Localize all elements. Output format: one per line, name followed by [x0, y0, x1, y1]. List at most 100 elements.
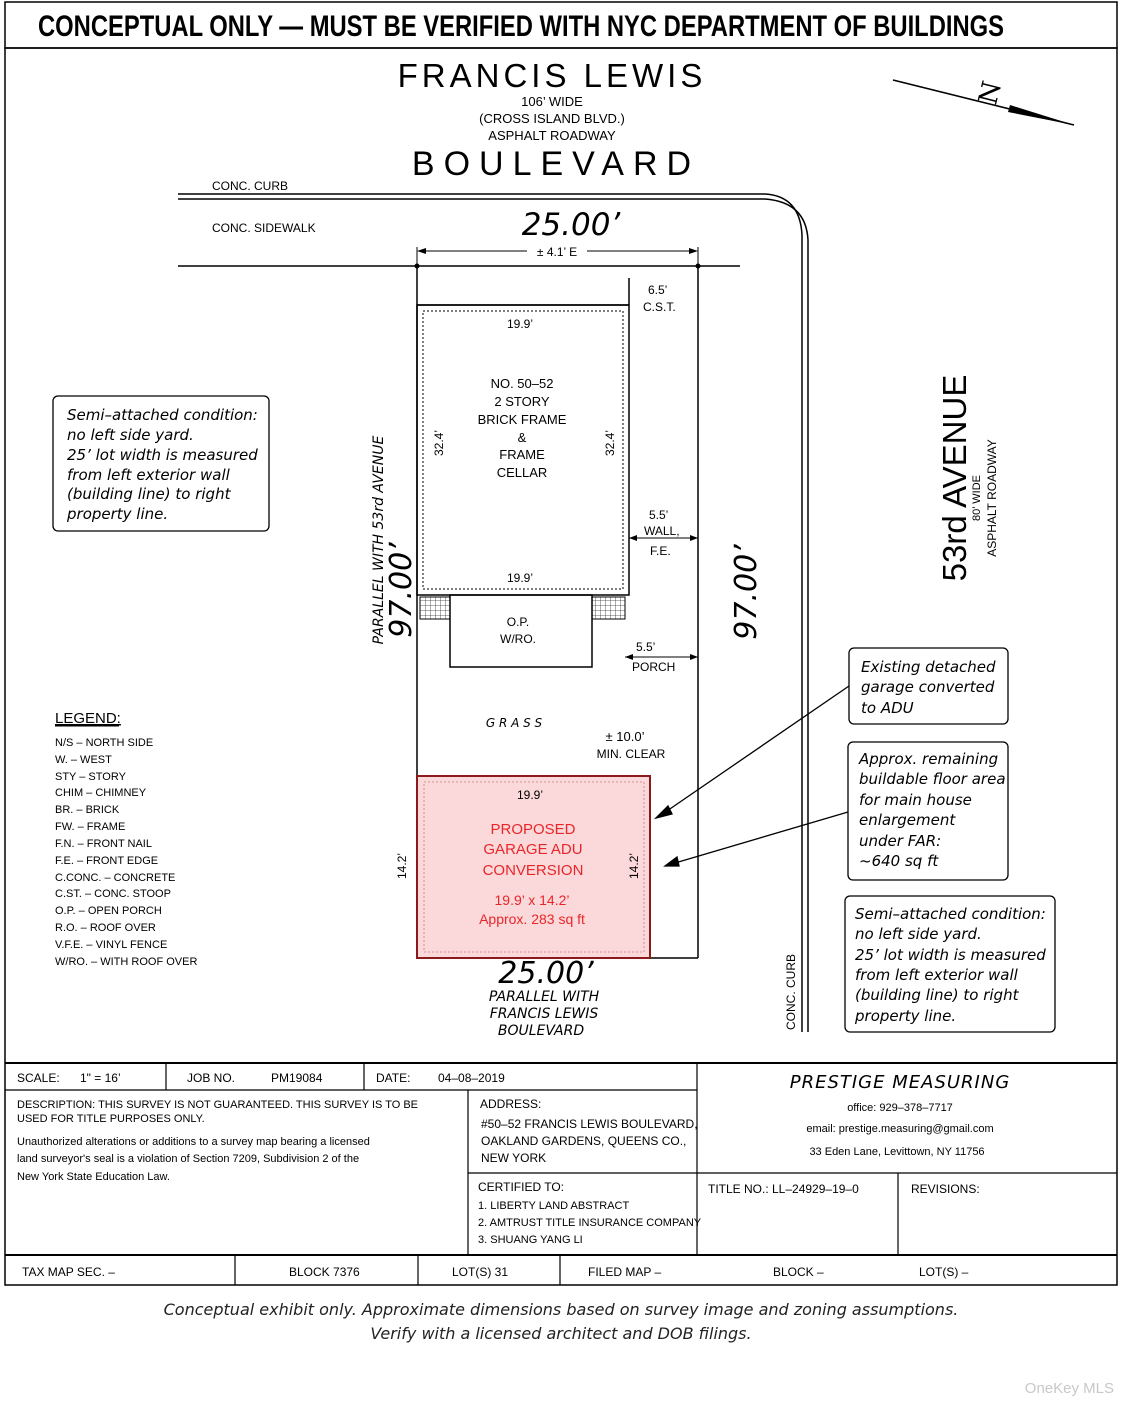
svg-text:C.CONC. – CONCRETE: C.CONC. – CONCRETE — [55, 872, 175, 884]
svg-text:from left exterior wall: from left exterior wall — [855, 966, 1019, 984]
conc-curb-right-label: CONC. CURB — [784, 954, 798, 1030]
conc-sidewalk-label: CONC. SIDEWALK — [212, 221, 316, 235]
note-semi-attached-right — [844, 895, 1056, 1033]
svg-text:GARAGE ADU: GARAGE ADU — [483, 841, 582, 858]
description-text: DESCRIPTION: THIS SURVEY IS NOT GUARANTE… — [17, 1099, 418, 1183]
svg-text:to ADU: to ADU — [861, 699, 914, 717]
svg-text:NO. 50–52: NO. 50–52 — [491, 376, 554, 391]
svg-text:TAX MAP SEC. –: TAX MAP SEC. – — [22, 1265, 115, 1279]
right-depth-dim: 97.00’ — [729, 544, 764, 640]
svg-text:W/RO. – WITH ROOF OVER: W/RO. – WITH ROOF OVER — [55, 956, 197, 968]
proposed-garage — [416, 775, 651, 959]
address-text: ADDRESS: #50–52 FRANCIS LEWIS BOULEVARD,… — [480, 1097, 698, 1165]
svg-text:1. LIBERTY LAND ABSTRACT: 1. LIBERTY LAND ABSTRACT — [478, 1200, 629, 1212]
rear-parallel-label: PARALLEL WITH FRANCIS LEWIS BOULEVARD — [489, 989, 600, 1039]
svg-text:2. AMTRUST TITLE INSURANCE COM: 2. AMTRUST TITLE INSURANCE COMPANY — [478, 1217, 702, 1229]
porch-name: O.P. — [507, 615, 529, 629]
company-name: PRESTIGE MEASURING — [790, 1072, 1011, 1093]
svg-text:BLOCK –: BLOCK – — [773, 1265, 824, 1279]
footer-line-2: Verify with a licensed architect and DOB… — [370, 1324, 752, 1343]
svg-text:(building line) to right: (building line) to right — [855, 986, 1020, 1004]
company-email: email: prestige.measuring@gmail.com — [806, 1123, 993, 1135]
front-width-dim: 25.00’ — [522, 207, 622, 243]
cst-label: C.S.T. — [643, 300, 676, 314]
company-office: office: 929–378–7717 — [847, 1102, 953, 1114]
garage-left-dim: 14.2’ — [395, 853, 409, 879]
conc-curb-label: CONC. CURB — [212, 179, 288, 193]
street-top-alias: (CROSS ISLAND BLVD.) — [479, 111, 625, 126]
svg-text:Unauthorized alterations or ad: Unauthorized alterations or additions to… — [17, 1136, 370, 1148]
svg-text:from left exterior wall: from left exterior wall — [67, 466, 231, 484]
garage-area: Approx. 283 sq ft — [479, 911, 585, 927]
offset-label: ± 4.1’ E — [537, 245, 577, 259]
svg-text:3. SHUANG YANG LI: 3. SHUANG YANG LI — [478, 1234, 583, 1246]
svg-text:F.N. – FRONT NAIL: F.N. – FRONT NAIL — [55, 838, 152, 850]
clear-label: MIN. CLEAR — [597, 747, 666, 761]
tax-map-row: TAX MAP SEC. – BLOCK 7376 LOT(S) 31 FILE… — [22, 1265, 969, 1279]
note-remaining-floor-area — [847, 741, 1009, 881]
svg-text:ADDRESS:: ADDRESS: — [480, 1097, 541, 1111]
scale-value: 1" = 16’ — [80, 1071, 121, 1085]
svg-text:C.ST. – CONC. STOOP: C.ST. – CONC. STOOP — [55, 888, 171, 900]
garage-right-dim: 14.2’ — [627, 853, 641, 879]
svg-text:Semi–attached condition:: Semi–attached condition: — [67, 406, 258, 424]
watermark: OneKey MLS — [1024, 1380, 1114, 1397]
svg-text:R.O. – ROOF OVER: R.O. – ROOF OVER — [55, 922, 156, 934]
revisions-label: REVISIONS: — [911, 1182, 980, 1196]
company-address: 33 Eden Lane, Levittown, NY 11756 — [809, 1146, 984, 1158]
svg-text:no left side yard.: no left side yard. — [855, 925, 982, 943]
footer-line-1: Conceptual exhibit only. Approximate dim… — [163, 1300, 959, 1319]
svg-text:FW. – FRAME: FW. – FRAME — [55, 821, 125, 833]
footer-caption: Conceptual exhibit only. Approximate dim… — [0, 1298, 1122, 1346]
svg-text:N/S – NORTH SIDE: N/S – NORTH SIDE — [55, 737, 153, 749]
svg-text:CHIM – CHIMNEY: CHIM – CHIMNEY — [55, 787, 147, 799]
street-right-width: 80’ WIDE — [971, 475, 983, 521]
date-value: 04–08–2019 — [438, 1071, 505, 1085]
grass-label: G R A S S — [486, 716, 543, 730]
porch-label: PORCH — [632, 660, 675, 674]
banner-box — [4, 1, 1118, 49]
svg-text:garage converted: garage converted — [861, 678, 995, 696]
svg-text:&: & — [518, 430, 527, 445]
cst-dim: 6.5’ — [648, 283, 667, 297]
svg-text:NEW YORK: NEW YORK — [481, 1151, 546, 1165]
svg-text:2 STORY: 2 STORY — [494, 394, 549, 409]
garage-size: 19.9’ x 14.2’ — [495, 892, 570, 908]
svg-text:FRANCIS LEWIS: FRANCIS LEWIS — [490, 1006, 599, 1022]
street-top-name1: FRANCIS LEWIS — [398, 57, 707, 94]
left-depth-dim: 97.00’ — [384, 542, 419, 638]
porch-steps-left — [419, 596, 451, 620]
svg-text:PARALLEL WITH: PARALLEL WITH — [489, 989, 600, 1005]
drawing-frame — [4, 47, 1118, 1286]
left-parallel-label: PARALLEL WITH 53rd AVENUE — [371, 436, 387, 645]
svg-text:~640 sq ft: ~640 sq ft — [859, 852, 939, 870]
svg-text:OAKLAND GARDENS, QUEENS CO.,: OAKLAND GARDENS, QUEENS CO., — [481, 1134, 686, 1148]
svg-text:25’ lot width is measured: 25’ lot width is measured — [855, 946, 1046, 964]
job-value: PM19084 — [271, 1071, 323, 1085]
house-bottom-dim: 19.9’ — [507, 571, 533, 585]
north-arrow-icon: N — [892, 78, 1075, 126]
svg-text:CELLAR: CELLAR — [497, 465, 548, 480]
rear-width-dim: 25.00’ — [498, 956, 594, 991]
svg-text:no left side yard.: no left side yard. — [67, 426, 194, 444]
svg-text:for main house: for main house — [859, 791, 972, 809]
svg-text:#50–52 FRANCIS LEWIS BOULEVARD: #50–52 FRANCIS LEWIS BOULEVARD, — [481, 1117, 698, 1131]
svg-text:BR. – BRICK: BR. – BRICK — [55, 804, 120, 816]
svg-text:New York State Education Law.: New York State Education Law. — [17, 1171, 170, 1183]
svg-text:enlargement: enlargement — [859, 811, 956, 829]
svg-text:F.E. – FRONT EDGE: F.E. – FRONT EDGE — [55, 855, 158, 867]
svg-text:CERTIFIED TO:: CERTIFIED TO: — [478, 1180, 564, 1194]
certified-to: CERTIFIED TO: 1. LIBERTY LAND ABSTRACT 2… — [478, 1180, 702, 1246]
svg-text:Existing detached: Existing detached — [861, 658, 996, 676]
scale-label: SCALE: — [17, 1071, 60, 1085]
clear-dim: ± 10.0’ — [606, 729, 645, 744]
fe-label: F.E. — [650, 544, 671, 558]
title-number: TITLE NO.: LL–24929–19–0 — [708, 1182, 859, 1196]
svg-text:LEGEND:: LEGEND: — [55, 710, 121, 727]
svg-text:BRICK FRAME: BRICK FRAME — [478, 412, 567, 427]
street-top-name2: BOULEVARD — [412, 145, 700, 183]
open-porch — [449, 594, 593, 668]
wall-dim: 5.5’ — [649, 508, 668, 522]
banner-text: CONCEPTUAL ONLY — MUST BE VERIFIED WITH … — [38, 10, 1004, 43]
street-top-width: 106’ WIDE — [521, 94, 583, 109]
